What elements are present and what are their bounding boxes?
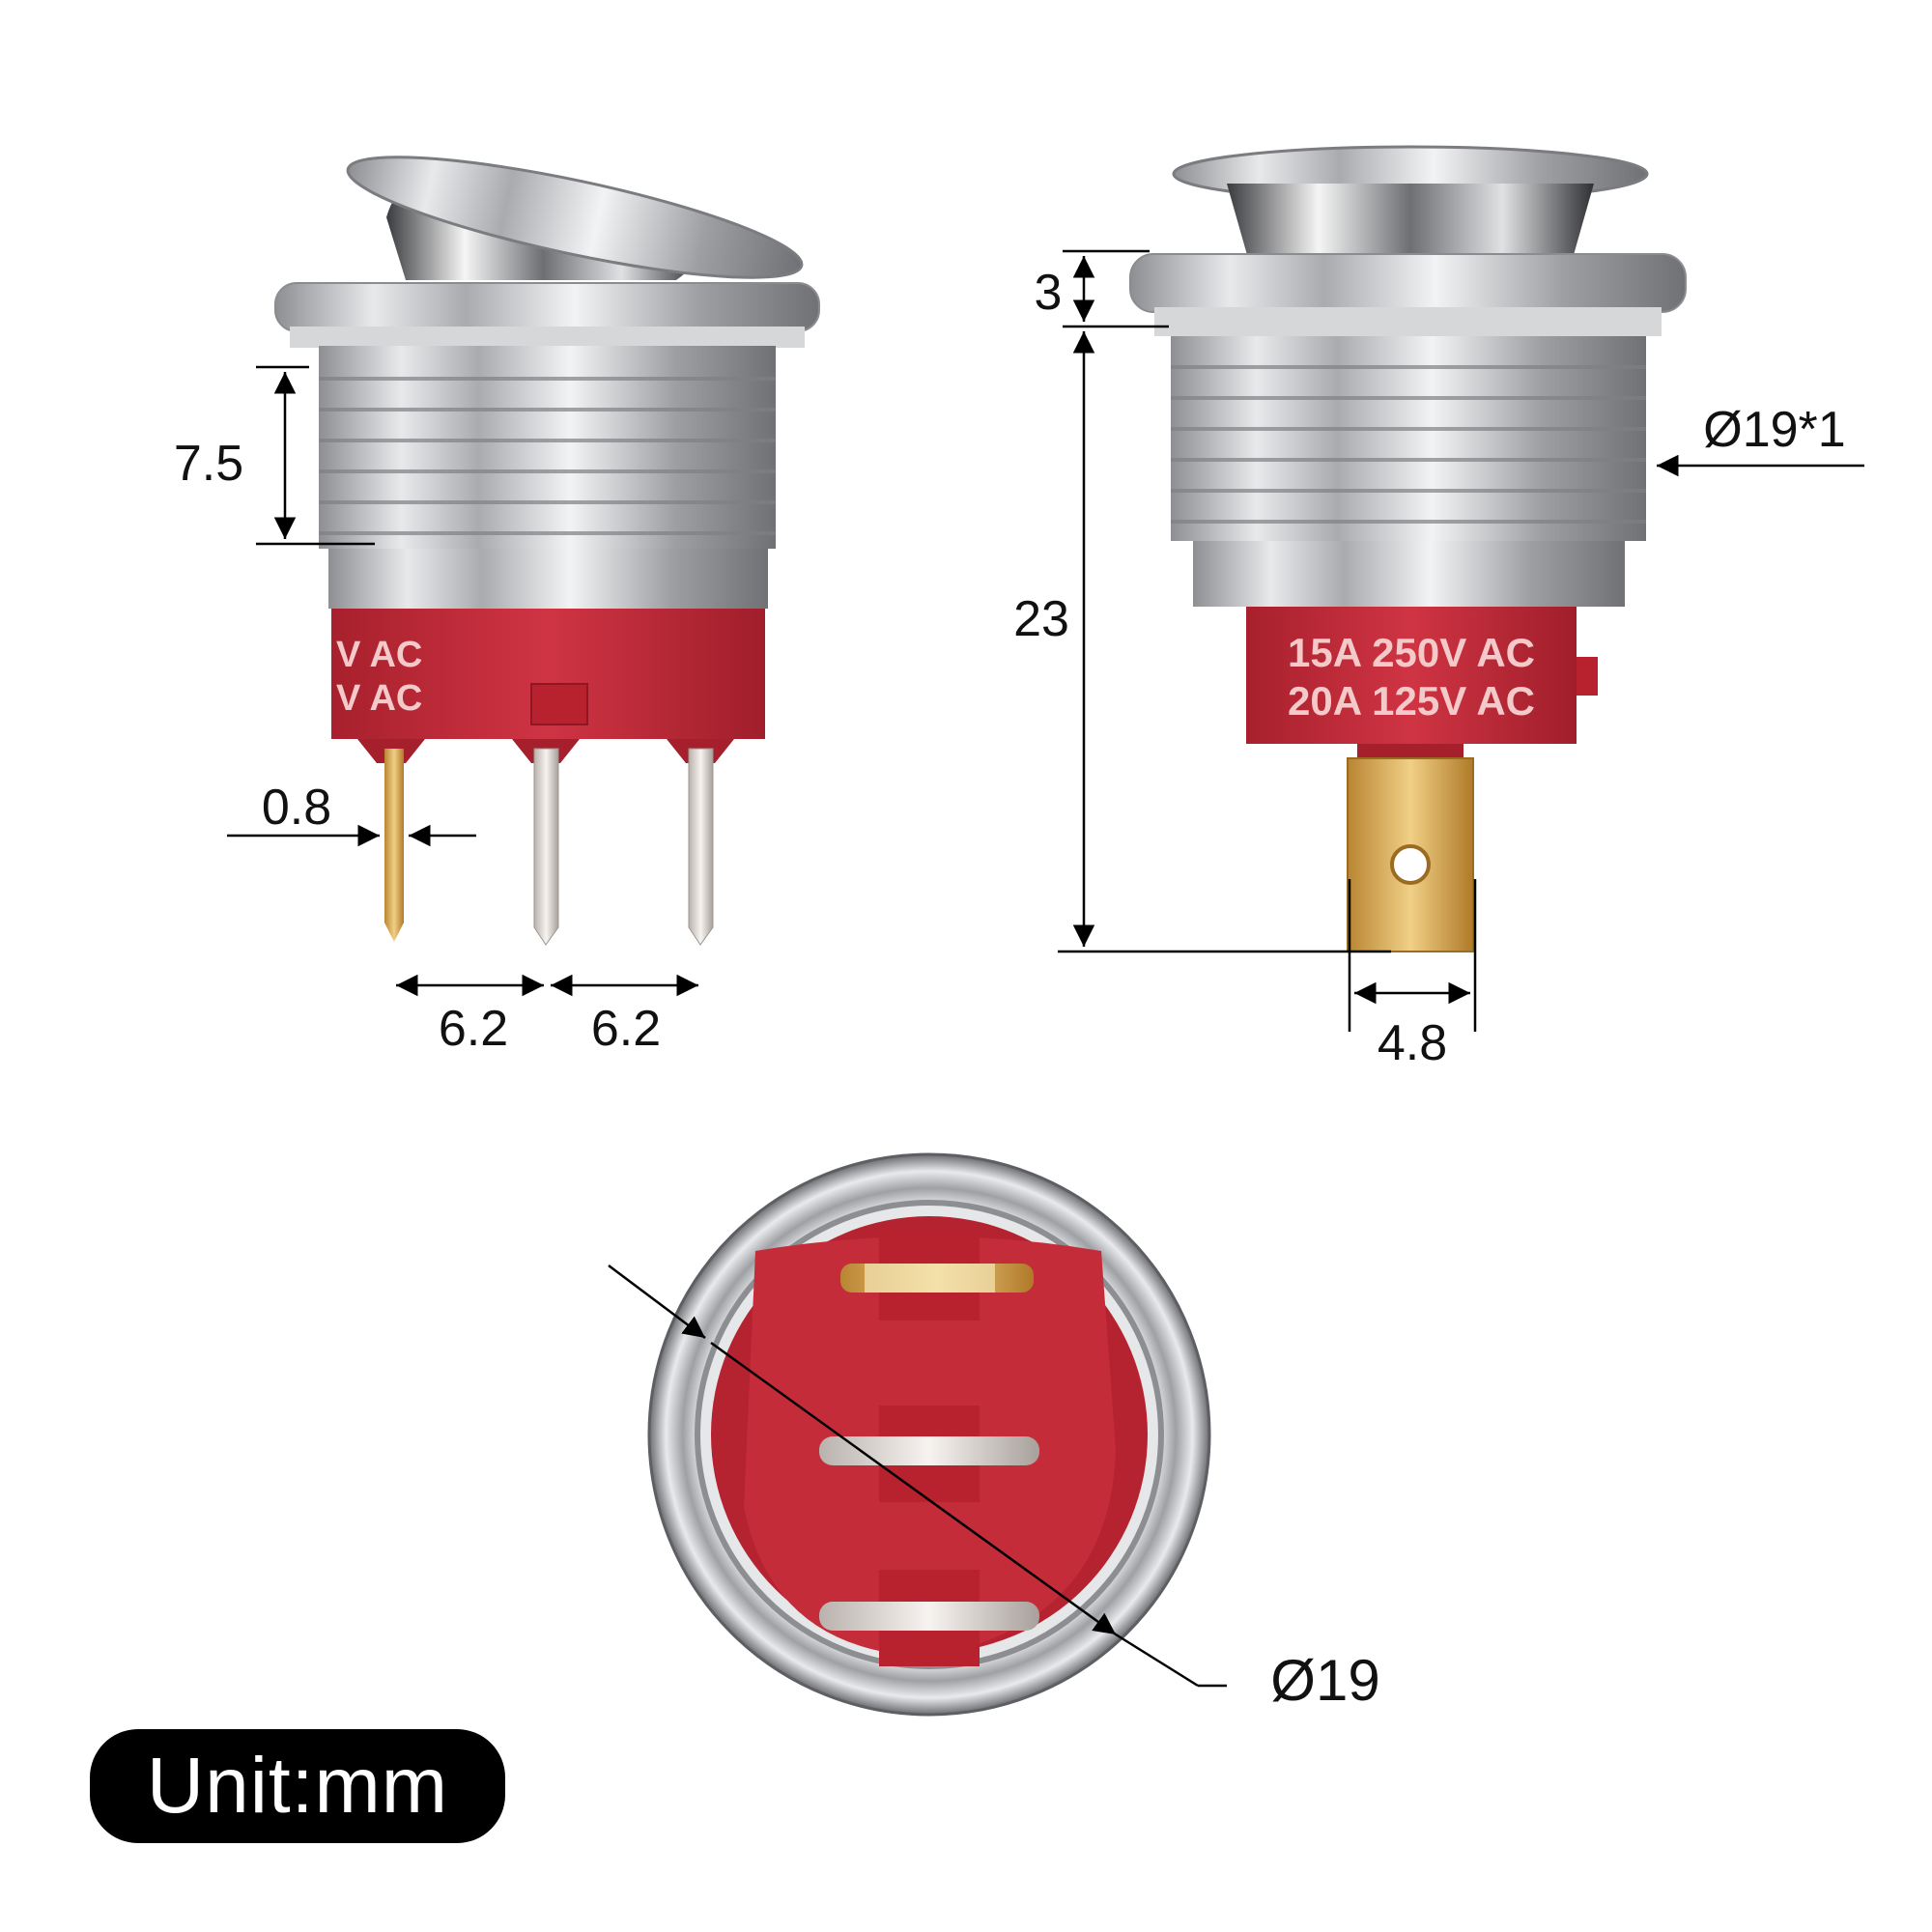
terminal-hole	[1390, 844, 1431, 885]
dim-thread-length-label: 7.5	[174, 436, 243, 492]
dim-pin-pitch-right-label: 6.2	[591, 1001, 661, 1057]
dim-terminal-width	[1348, 879, 1477, 1032]
pin-left-2	[533, 748, 559, 946]
terminal-middle	[819, 1406, 1039, 1502]
pin-left-1	[384, 749, 404, 942]
red-housing-left	[331, 609, 765, 739]
unit-badge: Unit:mm	[90, 1729, 505, 1843]
rating-line1: 15A 250V AC	[1288, 630, 1535, 675]
rating-line2: 20A 125V AC	[1288, 678, 1535, 724]
dim-head-height	[1063, 249, 1169, 328]
terminal-top	[840, 1232, 1034, 1321]
side-rating-line1: V AC	[336, 635, 422, 675]
dim-head-height-label: 3	[1035, 265, 1063, 321]
dim-terminal-width-label: 4.8	[1378, 1015, 1447, 1071]
dim-pin-pitch-left-label: 6.2	[439, 1001, 508, 1057]
dim-thread-spec-label: Ø19*1	[1703, 402, 1845, 458]
thread-lines-left	[319, 377, 776, 535]
dim-diameter	[608, 1264, 1227, 1688]
dim-pin-thickness-label: 0.8	[262, 780, 331, 836]
dim-thread-length	[256, 365, 375, 546]
left-side-view: V AC V AC 7.5 0.8 6.2 6.2	[174, 156, 820, 1057]
dim-diameter-label: Ø19	[1270, 1648, 1379, 1713]
pin-left-3	[688, 748, 714, 946]
thread-lines-right	[1171, 365, 1646, 524]
dim-body-height	[1058, 331, 1391, 953]
flange-left	[274, 282, 820, 332]
flange-right	[1129, 253, 1687, 313]
housing-key	[530, 683, 588, 725]
side-rating-line2: V AC	[336, 678, 422, 719]
unit-label: Unit:mm	[146, 1742, 449, 1830]
threaded-body-left	[319, 346, 776, 549]
bottom-view: Ø19	[608, 1152, 1380, 1717]
tilted-cap	[346, 156, 804, 280]
threaded-body-right	[1171, 336, 1646, 541]
red-housing-right	[1246, 607, 1577, 744]
right-front-view: 15A 250V AC 20A 125V AC 3 23 Ø19*1	[1013, 145, 1864, 1071]
dim-body-height-label: 23	[1013, 591, 1069, 647]
terminal-bottom	[819, 1570, 1039, 1666]
